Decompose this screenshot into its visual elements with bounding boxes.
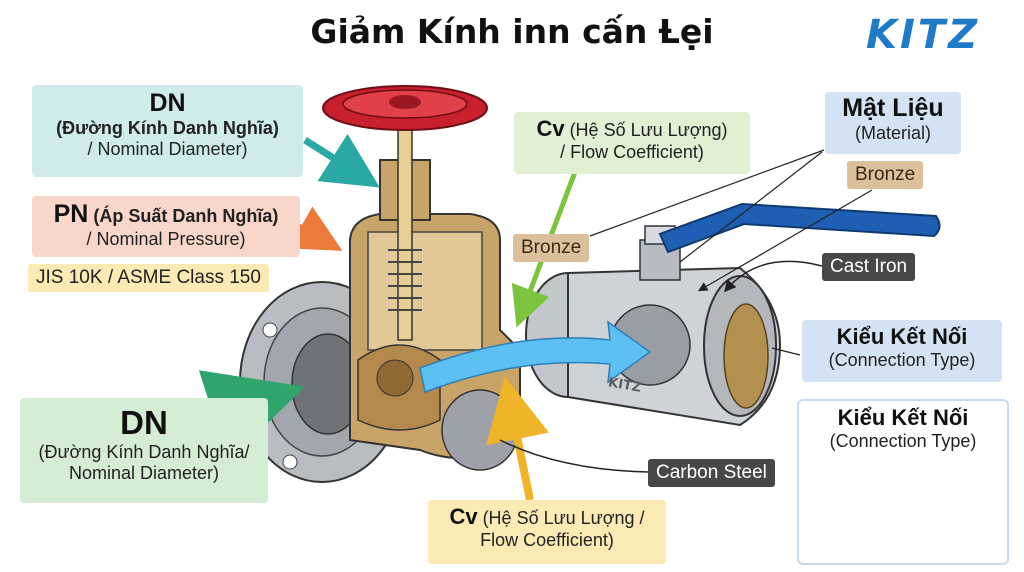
cv-bottom-arrow <box>486 376 549 501</box>
gate-valve-body <box>349 109 521 471</box>
page-title: Giảm Kính inn cấn Ƚẹi <box>310 12 714 51</box>
flow-arrow <box>419 320 652 394</box>
pn-heading: PN <box>53 200 89 228</box>
dn-top-arrow <box>303 133 380 188</box>
material-leader-1 <box>589 149 825 237</box>
connection-heading: Kiểu Kết Nối <box>836 324 968 349</box>
pn-vietnamese: (Áp Suất Danh Nghĩa) <box>88 206 279 226</box>
cv-vietnamese: (Hệ Số Lưu Lượng) <box>564 120 728 140</box>
cast-iron-tag: Cast Iron <box>822 253 916 281</box>
pn-arrow <box>288 206 343 251</box>
cv-label-top: Cv (Hệ Số Lưu Lượng) / Flow Coefficient) <box>514 112 750 174</box>
carbon-steel-tag: Carbon Steel <box>648 459 775 487</box>
bronze-material-tag: Bronze <box>847 161 924 189</box>
handwheel <box>322 85 488 131</box>
cast-iron-leader <box>724 260 823 293</box>
bronze-body-tag: Bronze <box>513 234 590 262</box>
dn-vietnamese: (Đường Kính Danh Nghĩa) <box>56 118 279 138</box>
dn-vietnamese-bottom: (Đường Kính Danh Nghĩa/ <box>38 442 250 462</box>
material-leader-3 <box>697 189 873 292</box>
connection-heading-2: Kiểu Kết Nối <box>837 405 969 430</box>
kitz-logo: KITZ <box>866 12 981 58</box>
material-heading: Mật Liệu <box>842 94 944 122</box>
material-english: (Material) <box>854 123 931 143</box>
cv-heading: Cv <box>536 116 565 141</box>
pressure-class-tag: JIS 10K / ASME Class 150 <box>28 264 269 292</box>
connection-leader <box>771 347 801 356</box>
dn-english: / Nominal Diameter) <box>87 139 248 159</box>
dn-english-bottom: Nominal Diameter) <box>68 463 220 483</box>
connection-english: (Connection Type) <box>828 350 976 370</box>
dn-label-bottom: DN (Đường Kính Danh Nghĩa/ Nominal Diame… <box>20 398 268 503</box>
cv-english-bottom: Flow Coefficient) <box>480 530 614 550</box>
dn-heading: DN <box>149 89 186 117</box>
connection-type-panel: Kiểu Kết Nối (Connection Type) <box>797 399 1009 565</box>
cv-label-bottom: Cv (Hệ Số Lưu Lượng / Flow Coefficient) <box>428 500 666 564</box>
connection-english-2: (Connection Type) <box>829 431 977 451</box>
ball-valve-handle <box>658 202 941 254</box>
material-leader-2 <box>679 151 823 263</box>
cv-heading-bottom: Cv <box>449 504 478 529</box>
dn-label-top: DN (Đường Kính Danh Nghĩa) / Nominal Dia… <box>32 85 303 177</box>
pn-english: / Nominal Pressure) <box>86 229 246 249</box>
dn-heading-bottom: DN <box>120 404 168 441</box>
pn-label: PN (Áp Suất Danh Nghĩa) / Nominal Pressu… <box>32 196 300 257</box>
cv-english: / Flow Coefficient) <box>560 142 704 162</box>
material-label: Mật Liệu (Material) <box>825 92 961 154</box>
ball-valve-body <box>525 225 782 427</box>
connection-type-label: Kiểu Kết Nối (Connection Type) <box>802 320 1002 382</box>
carbon-steel-leader <box>499 439 649 473</box>
cv-vietnamese-bottom: (Hệ Số Lưu Lượng / <box>477 508 645 528</box>
